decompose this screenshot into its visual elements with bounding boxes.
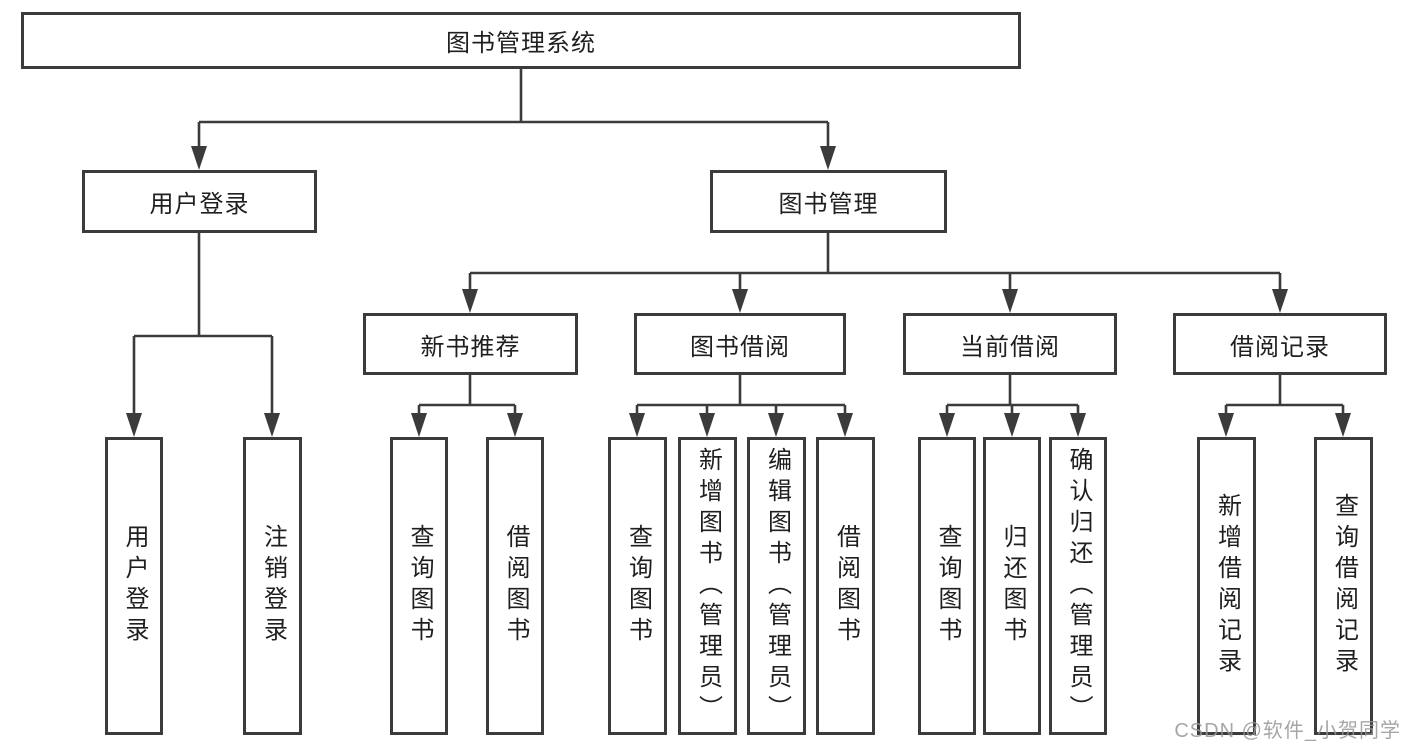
leaf-recommend-query-book: 查询图书 [390, 437, 448, 735]
leaf-return-book: 归还图书 [983, 437, 1041, 735]
leaf-add-book-admin: 新增图书（管理员） [678, 437, 737, 735]
leaf-recommend-borrow-book: 借阅图书 [486, 437, 544, 735]
leaf-current-query-book: 查询图书 [918, 437, 976, 735]
leaf-add-borrow-record: 新增借阅记录 [1197, 437, 1256, 735]
node-new-book-recommend: 新书推荐 [363, 313, 578, 375]
leaf-borrow-book: 借阅图书 [816, 437, 875, 735]
node-root: 图书管理系统 [21, 12, 1021, 69]
leaf-confirm-return-admin: 确认归还（管理员） [1049, 437, 1107, 735]
node-current-borrow: 当前借阅 [903, 313, 1117, 375]
leaf-logout: 注销登录 [243, 437, 302, 735]
node-book-borrow: 图书借阅 [634, 313, 846, 375]
leaf-borrow-query-book: 查询图书 [608, 437, 667, 735]
leaf-edit-book-admin: 编辑图书（管理员） [747, 437, 806, 735]
watermark-text: CSDN @软件_小贺同学 [1174, 720, 1401, 742]
connector-paths [132, 68, 1345, 416]
leaf-user-login: 用户登录 [105, 437, 163, 735]
node-book-management: 图书管理 [710, 170, 947, 233]
leaf-query-borrow-record: 查询借阅记录 [1314, 437, 1373, 735]
node-user-login: 用户登录 [82, 170, 317, 233]
arrowheads [126, 146, 1351, 437]
node-borrow-records: 借阅记录 [1173, 313, 1387, 375]
